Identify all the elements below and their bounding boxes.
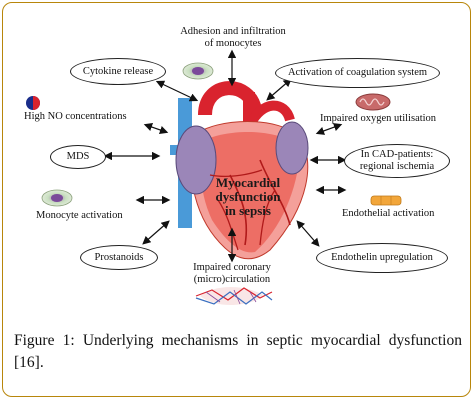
cad-line-1: In CAD-patients: (360, 149, 434, 160)
high-no-label: High NO concentrations (24, 111, 127, 122)
center-line-2: dysfunction (215, 189, 281, 204)
figure-caption: Figure 1: Underlying mechanisms in septi… (14, 332, 462, 371)
mitochondrion-icon (355, 93, 391, 111)
center-line-3: in sepsis (225, 203, 271, 218)
cytokine-label: Cytokine release (82, 65, 154, 77)
microcirculation-icon (195, 287, 273, 305)
coagulation-oval: Activation of coagulation system (275, 58, 440, 88)
no-molecule-icon (26, 96, 40, 110)
prostanoids-label: Prostanoids (94, 251, 144, 263)
cad-line-2: regional ischemia (359, 161, 435, 172)
mds-label: MDS (66, 151, 90, 162)
heart-illustration (170, 81, 309, 260)
endothelial-cells-icon (370, 195, 402, 206)
endothelin-oval: Endothelin upregulation (316, 243, 448, 273)
mds-oval: MDS (50, 145, 106, 169)
endothelial-label: Endothelial activation (342, 208, 435, 219)
center-title: Myocardial dysfunction in sepsis (208, 176, 288, 218)
coagulation-label: Activation of coagulation system (287, 67, 428, 78)
monocyte-label: Monocyte activation (36, 210, 123, 221)
coronary-label: Impaired coronary (micro)circulation (193, 262, 271, 285)
prostanoids-oval: Prostanoids (80, 245, 158, 270)
adhesion-label: Adhesion and infiltration of monocytes (180, 26, 286, 49)
endothelin-label: Endothelin upregulation (331, 252, 433, 263)
cad-oval: In CAD-patients: regional ischemia (344, 144, 450, 178)
cytokine-oval: Cytokine release (70, 58, 166, 85)
oxygen-label: Impaired oxygen utilisation (320, 113, 437, 124)
center-line-1: Myocardial (215, 175, 281, 190)
